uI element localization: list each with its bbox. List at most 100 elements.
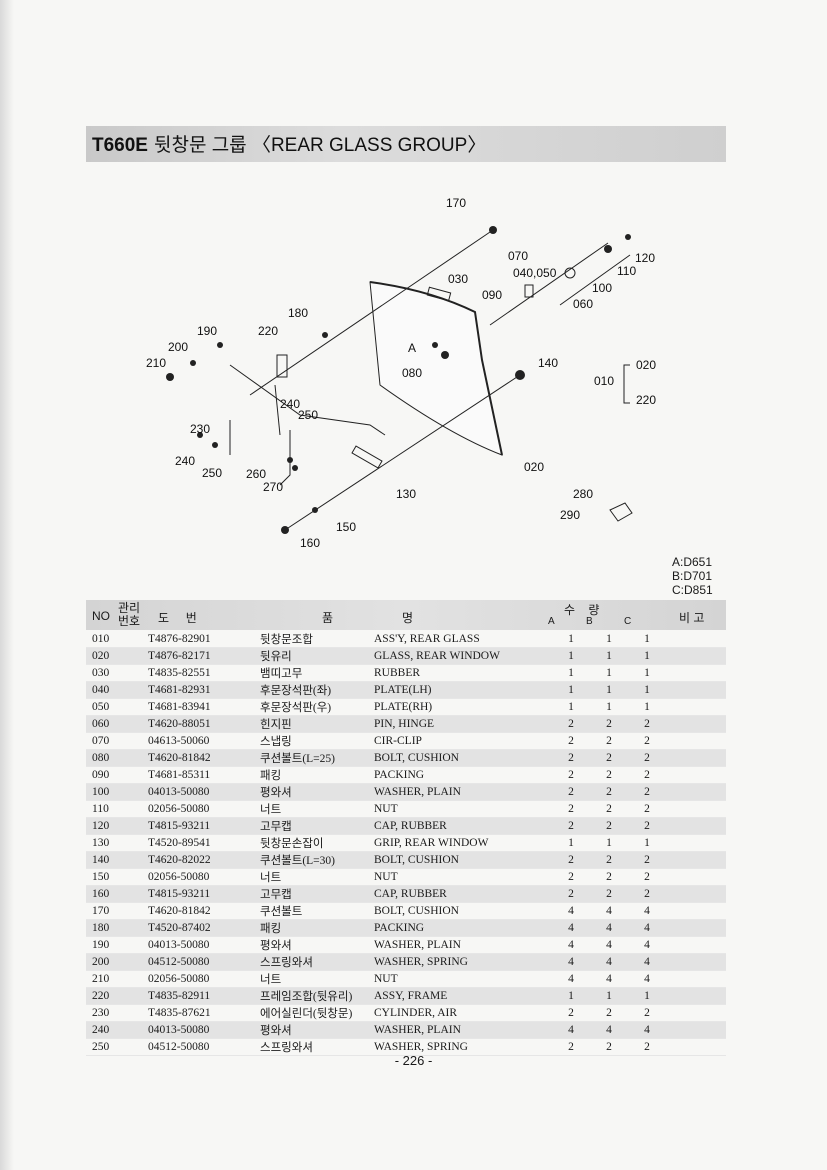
qty-c: 4 [628,953,666,971]
korean-name: 뱀띠고무 [260,664,374,682]
remark [666,834,726,852]
remark [666,664,726,682]
drawing-number: T4681-83941 [148,698,260,716]
header-a: A [548,616,555,627]
callout-label: 240 [175,454,195,468]
header-remark: 비 고 [679,611,705,625]
remark [666,936,726,954]
korean-name: 힌지핀 [260,715,374,733]
qty-b: 4 [590,953,628,971]
remark [666,953,726,971]
qty-c: 1 [628,681,666,699]
part-no: 090 [86,766,148,784]
remark [666,1021,726,1039]
header-c: C [624,616,632,627]
callout-label: 130 [396,487,416,501]
qty-c: 4 [628,919,666,937]
part-no: 150 [86,868,148,886]
remark [666,647,726,665]
remark [666,766,726,784]
model-a: A:D651 [672,555,713,569]
english-name: GRIP, REAR WINDOW [374,834,552,852]
qty-c: 2 [628,766,666,784]
qty-b: 1 [590,987,628,1005]
part-no: 010 [86,631,148,648]
qty-c: 1 [628,631,666,648]
remark [666,919,726,937]
callout-label: 120 [635,251,655,265]
qty-a: 2 [552,715,590,733]
korean-name: 너트 [260,868,374,886]
remark [666,681,726,699]
qty-b: 4 [590,902,628,920]
part-no: 120 [86,817,148,835]
qty-a: 1 [552,631,590,648]
drawing-number: T4620-82022 [148,851,260,869]
callout-label: 140 [538,356,558,370]
remark [666,851,726,869]
qty-a: 2 [552,800,590,818]
callout-label: 260 [246,467,266,481]
english-name: PIN, HINGE [374,715,552,733]
drawing-number: T4876-82171 [148,647,260,665]
part-no: 060 [86,715,148,733]
qty-c: 1 [628,647,666,665]
korean-name: 너트 [260,800,374,818]
header-name2: 명 [402,611,414,625]
callout-label: 080 [402,366,422,380]
qty-b: 2 [590,851,628,869]
drawing-number: T4835-82551 [148,664,260,682]
remark [666,970,726,988]
korean-name: 뒷유리 [260,647,374,665]
qty-c: 2 [628,885,666,903]
korean-name: 프레임조합(뒷유리) [260,987,374,1005]
model-b: B:D701 [672,569,713,583]
korean-name: 평와셔 [260,1021,374,1039]
remark [666,902,726,920]
callout-label: 150 [336,520,356,534]
part-no: 110 [86,800,148,818]
part-no: 070 [86,732,148,750]
qty-a: 2 [552,885,590,903]
korean-name: 뒷창문조합 [260,631,374,648]
qty-a: 4 [552,936,590,954]
qty-b: 1 [590,698,628,716]
english-name: BOLT, CUSHION [374,851,552,869]
qty-c: 2 [628,817,666,835]
qty-a: 4 [552,953,590,971]
header-b: B [586,616,593,627]
remark [666,800,726,818]
drawing-number: T4520-89541 [148,834,260,852]
qty-a: 4 [552,970,590,988]
qty-c: 2 [628,1038,666,1056]
callout-label: 280 [573,487,593,501]
callout-label: 250 [298,408,318,422]
part-no: 160 [86,885,148,903]
drawing-number: 02056-50080 [148,970,260,988]
qty-a: 2 [552,749,590,767]
qty-c: 1 [628,987,666,1005]
callout-label: 290 [560,508,580,522]
header-name1: 품 [322,611,334,625]
drawing-number: T4620-81842 [148,749,260,767]
qty-b: 4 [590,919,628,937]
model-c: C:D851 [672,583,713,597]
korean-name: 패킹 [260,766,374,784]
callout-label: 170 [446,196,466,210]
english-name: WASHER, PLAIN [374,1021,552,1039]
qty-b: 1 [590,664,628,682]
english-name: CAP, RUBBER [374,817,552,835]
english-name: NUT [374,800,552,818]
qty-b: 2 [590,868,628,886]
qty-b: 4 [590,970,628,988]
remark [666,885,726,903]
english-name: WASHER, SPRING [374,953,552,971]
